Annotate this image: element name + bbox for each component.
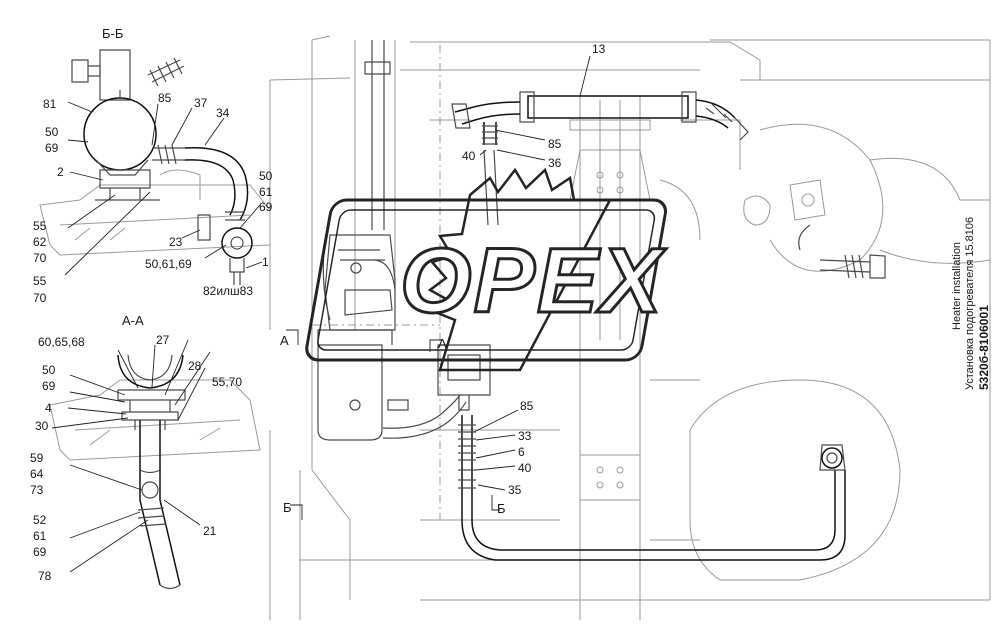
- callout-13: 13: [592, 42, 606, 56]
- section-aa-view: [49, 354, 261, 590]
- drawing-title-ru: Установка подогревателя 15.8106: [964, 217, 976, 390]
- callout-50: 50: [259, 169, 273, 183]
- callout-55: 55: [33, 274, 47, 288]
- callout-34: 34: [216, 106, 230, 120]
- callout-60-65-68: 60,65,68: [38, 335, 85, 349]
- callout-69: 69: [45, 141, 59, 155]
- section-mark-b-right: Б: [497, 501, 506, 516]
- callout-labels: 81 85 37 34 50 69 2 50 61 69 55 62 70 23…: [30, 42, 606, 583]
- callout-85: 85: [158, 91, 172, 105]
- callout-1: 1: [262, 255, 269, 269]
- section-marks: [286, 329, 500, 520]
- section-mark-b-left: Б: [283, 500, 292, 515]
- callout-59: 59: [30, 451, 44, 465]
- callout-30: 30: [35, 419, 49, 433]
- watermark-text: OPEX: [400, 230, 666, 332]
- callout-2: 2: [57, 165, 64, 179]
- section-titles: Б-Б А-А А А Б Б: [102, 26, 506, 516]
- callout-61: 61: [259, 185, 273, 199]
- watermark-gear: OPEX: [305, 167, 668, 372]
- callout-69: 69: [42, 379, 56, 393]
- section-bb-title: Б-Б: [102, 26, 123, 41]
- callout-81: 81: [43, 97, 57, 111]
- drawing-title-en: Heater installation: [951, 242, 963, 330]
- callout-37: 37: [194, 96, 208, 110]
- callout-61: 61: [33, 529, 47, 543]
- callout-55: 55: [33, 219, 47, 233]
- callout-50: 50: [42, 363, 56, 377]
- callout-6: 6: [518, 445, 525, 459]
- callout-82-or-83: 82илш83: [203, 284, 253, 298]
- callout-50-61-69: 50,61,69: [145, 257, 192, 271]
- section-mark-a-left: А: [280, 333, 289, 348]
- callout-78: 78: [38, 569, 52, 583]
- callout-69: 69: [33, 545, 47, 559]
- hose-lower-loop: [458, 415, 846, 561]
- callout-36: 36: [548, 156, 562, 170]
- callout-21: 21: [203, 524, 217, 538]
- hose-upper-13: [451, 91, 749, 226]
- drawing-code: 5320б-8106001: [977, 305, 991, 390]
- heater-assembly: [317, 40, 491, 441]
- callout-73: 73: [30, 483, 44, 497]
- callout-55-70: 55,70: [212, 375, 242, 389]
- callout-33: 33: [518, 429, 532, 443]
- callout-40: 40: [462, 149, 476, 163]
- callout-27: 27: [156, 333, 170, 347]
- callout-70: 70: [33, 291, 47, 305]
- callout-62: 62: [33, 235, 47, 249]
- side-fitting: [798, 224, 886, 279]
- section-bb-view: [39, 49, 271, 285]
- callout-52: 52: [33, 513, 47, 527]
- callout-85: 85: [548, 137, 562, 151]
- leader-lines: [51, 55, 591, 573]
- callout-70: 70: [33, 251, 47, 265]
- callout-28: 28: [188, 359, 202, 373]
- section-mark-a-right: А: [438, 336, 447, 351]
- callout-23: 23: [169, 235, 183, 249]
- callout-35: 35: [508, 483, 522, 497]
- callout-50: 50: [45, 125, 59, 139]
- callout-85: 85: [520, 399, 534, 413]
- callout-64: 64: [30, 467, 44, 481]
- callout-69: 69: [259, 200, 273, 214]
- callout-40: 40: [518, 461, 532, 475]
- callout-4: 4: [45, 401, 52, 415]
- section-aa-title: А-А: [122, 313, 144, 328]
- title-block: 5320б-8106001 Установка подогревателя 15…: [951, 217, 991, 390]
